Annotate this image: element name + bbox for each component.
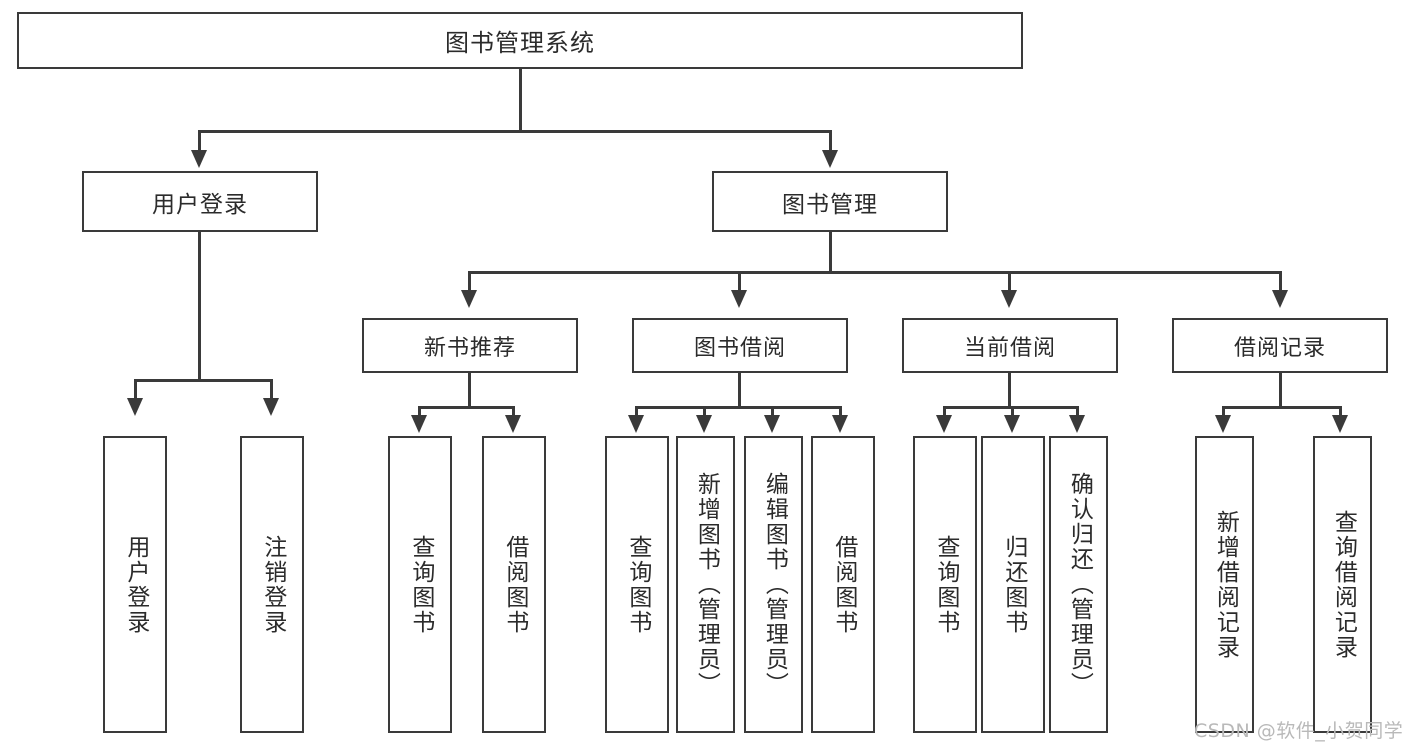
node-leaf-logout[interactable]: 注销登录 [240, 436, 304, 733]
node-new-book-recommend-label: 新书推荐 [423, 335, 516, 361]
arrowhead-book-borrow [731, 290, 747, 308]
node-user-login[interactable]: 用户登录 [82, 171, 318, 232]
connector-book-borrow-bus [635, 406, 842, 409]
connector-user-login-drop-2 [270, 379, 273, 401]
connector-to-user-login [198, 130, 201, 154]
arrowhead-borrow-record [1272, 290, 1288, 308]
arrowhead-leaf-borrow-book-2 [832, 415, 848, 433]
arrowhead-leaf-edit-book [764, 415, 780, 433]
arrowhead-leaf-query-book-2 [628, 415, 644, 433]
node-leaf-query-book-2[interactable]: 查询图书 [605, 436, 669, 733]
arrowhead-leaf-add-book [696, 415, 712, 433]
connector-cb-drop-1 [943, 406, 946, 420]
connector-new-book-recommend-bus [418, 406, 515, 409]
node-book-management[interactable]: 图书管理 [712, 171, 948, 232]
arrowhead-user-login [191, 150, 207, 168]
connector-current-borrow-trunk [1008, 373, 1011, 409]
connector-cb-drop-2 [1011, 406, 1014, 420]
node-root-label: 图书管理系统 [445, 29, 595, 57]
connector-level2-bus [198, 130, 832, 133]
leaf-query-book-1-label: 查询图书 [407, 534, 434, 635]
arrowhead-leaf-add-record [1215, 415, 1231, 433]
connector-user-login-drop-1 [134, 379, 137, 401]
node-leaf-edit-book[interactable]: 编辑图书（管理员） [744, 436, 803, 733]
node-root[interactable]: 图书管理系统 [17, 12, 1023, 69]
arrowhead-leaf-query-book-3 [936, 415, 952, 433]
leaf-user-login-label: 用户登录 [122, 534, 149, 635]
leaf-query-record-label: 查询借阅记录 [1330, 509, 1357, 660]
arrowhead-new-book-recommend [461, 290, 477, 308]
connector-to-borrow-record [1279, 271, 1282, 293]
leaf-confirm-return-label: 确认归还（管理员） [1066, 472, 1093, 697]
connector-user-login-bus [134, 379, 273, 382]
leaf-edit-book-label: 编辑图书（管理员） [761, 472, 788, 697]
node-leaf-add-record[interactable]: 新增借阅记录 [1195, 436, 1254, 733]
node-current-borrow[interactable]: 当前借阅 [902, 318, 1118, 373]
arrowhead-leaf-confirm-return [1069, 415, 1085, 433]
node-leaf-query-book-1[interactable]: 查询图书 [388, 436, 452, 733]
leaf-add-book-label: 新增图书（管理员） [693, 472, 720, 697]
leaf-borrow-book-1-label: 借阅图书 [501, 534, 528, 635]
connector-bb-drop-3 [771, 406, 774, 420]
leaf-query-book-2-label: 查询图书 [624, 534, 651, 635]
connector-to-book-borrow [738, 271, 741, 293]
connector-br-drop-1 [1222, 406, 1225, 420]
connector-bb-drop-2 [703, 406, 706, 420]
leaf-query-book-3-label: 查询图书 [932, 534, 959, 635]
node-leaf-user-login[interactable]: 用户登录 [103, 436, 167, 733]
connector-cb-drop-3 [1076, 406, 1079, 420]
node-leaf-add-book[interactable]: 新增图书（管理员） [676, 436, 735, 733]
connector-borrow-record-bus [1222, 406, 1342, 409]
arrowhead-leaf-user-login [127, 398, 143, 416]
connector-to-book-management [829, 130, 832, 154]
leaf-borrow-book-2-label: 借阅图书 [830, 534, 857, 635]
node-user-login-label: 用户登录 [152, 191, 248, 218]
connector-bb-drop-1 [635, 406, 638, 420]
node-leaf-return-book[interactable]: 归还图书 [981, 436, 1045, 733]
arrowhead-current-borrow [1001, 290, 1017, 308]
arrowhead-leaf-query-record [1332, 415, 1348, 433]
node-book-borrow[interactable]: 图书借阅 [632, 318, 848, 373]
node-borrow-record[interactable]: 借阅记录 [1172, 318, 1388, 373]
watermark: CSDN @软件_小贺同学 [1194, 720, 1404, 742]
arrowhead-leaf-borrow-book-1 [505, 415, 521, 433]
node-current-borrow-label: 当前借阅 [963, 335, 1056, 361]
connector-root-trunk [519, 69, 522, 132]
arrowhead-book-management [822, 150, 838, 168]
arrowhead-leaf-query-book-1 [411, 415, 427, 433]
node-leaf-query-book-3[interactable]: 查询图书 [913, 436, 977, 733]
connector-to-current-borrow [1008, 271, 1011, 293]
connector-br-drop-2 [1339, 406, 1342, 420]
arrowhead-leaf-return-book [1004, 415, 1020, 433]
connector-nbr-drop-2 [512, 406, 515, 420]
connector-book-borrow-trunk [738, 373, 741, 409]
connector-new-book-recommend-trunk [468, 373, 471, 409]
connector-borrow-record-trunk [1279, 373, 1282, 409]
connector-level3-bus [468, 271, 1282, 274]
node-leaf-borrow-book-1[interactable]: 借阅图书 [482, 436, 546, 733]
node-leaf-query-record[interactable]: 查询借阅记录 [1313, 436, 1372, 733]
connector-book-management-trunk [829, 232, 832, 274]
leaf-return-book-label: 归还图书 [1000, 534, 1027, 635]
arrowhead-leaf-logout [263, 398, 279, 416]
connector-nbr-drop-1 [418, 406, 421, 420]
node-borrow-record-label: 借阅记录 [1233, 335, 1326, 361]
leaf-logout-label: 注销登录 [259, 534, 286, 635]
node-leaf-borrow-book-2[interactable]: 借阅图书 [811, 436, 875, 733]
connector-to-new-book-recommend [468, 271, 471, 293]
node-leaf-confirm-return[interactable]: 确认归还（管理员） [1049, 436, 1108, 733]
node-book-borrow-label: 图书借阅 [693, 335, 786, 361]
node-new-book-recommend[interactable]: 新书推荐 [362, 318, 578, 373]
node-book-management-label: 图书管理 [782, 191, 878, 218]
connector-bb-drop-4 [839, 406, 842, 420]
connector-user-login-trunk [198, 232, 201, 382]
leaf-add-record-label: 新增借阅记录 [1212, 509, 1239, 660]
